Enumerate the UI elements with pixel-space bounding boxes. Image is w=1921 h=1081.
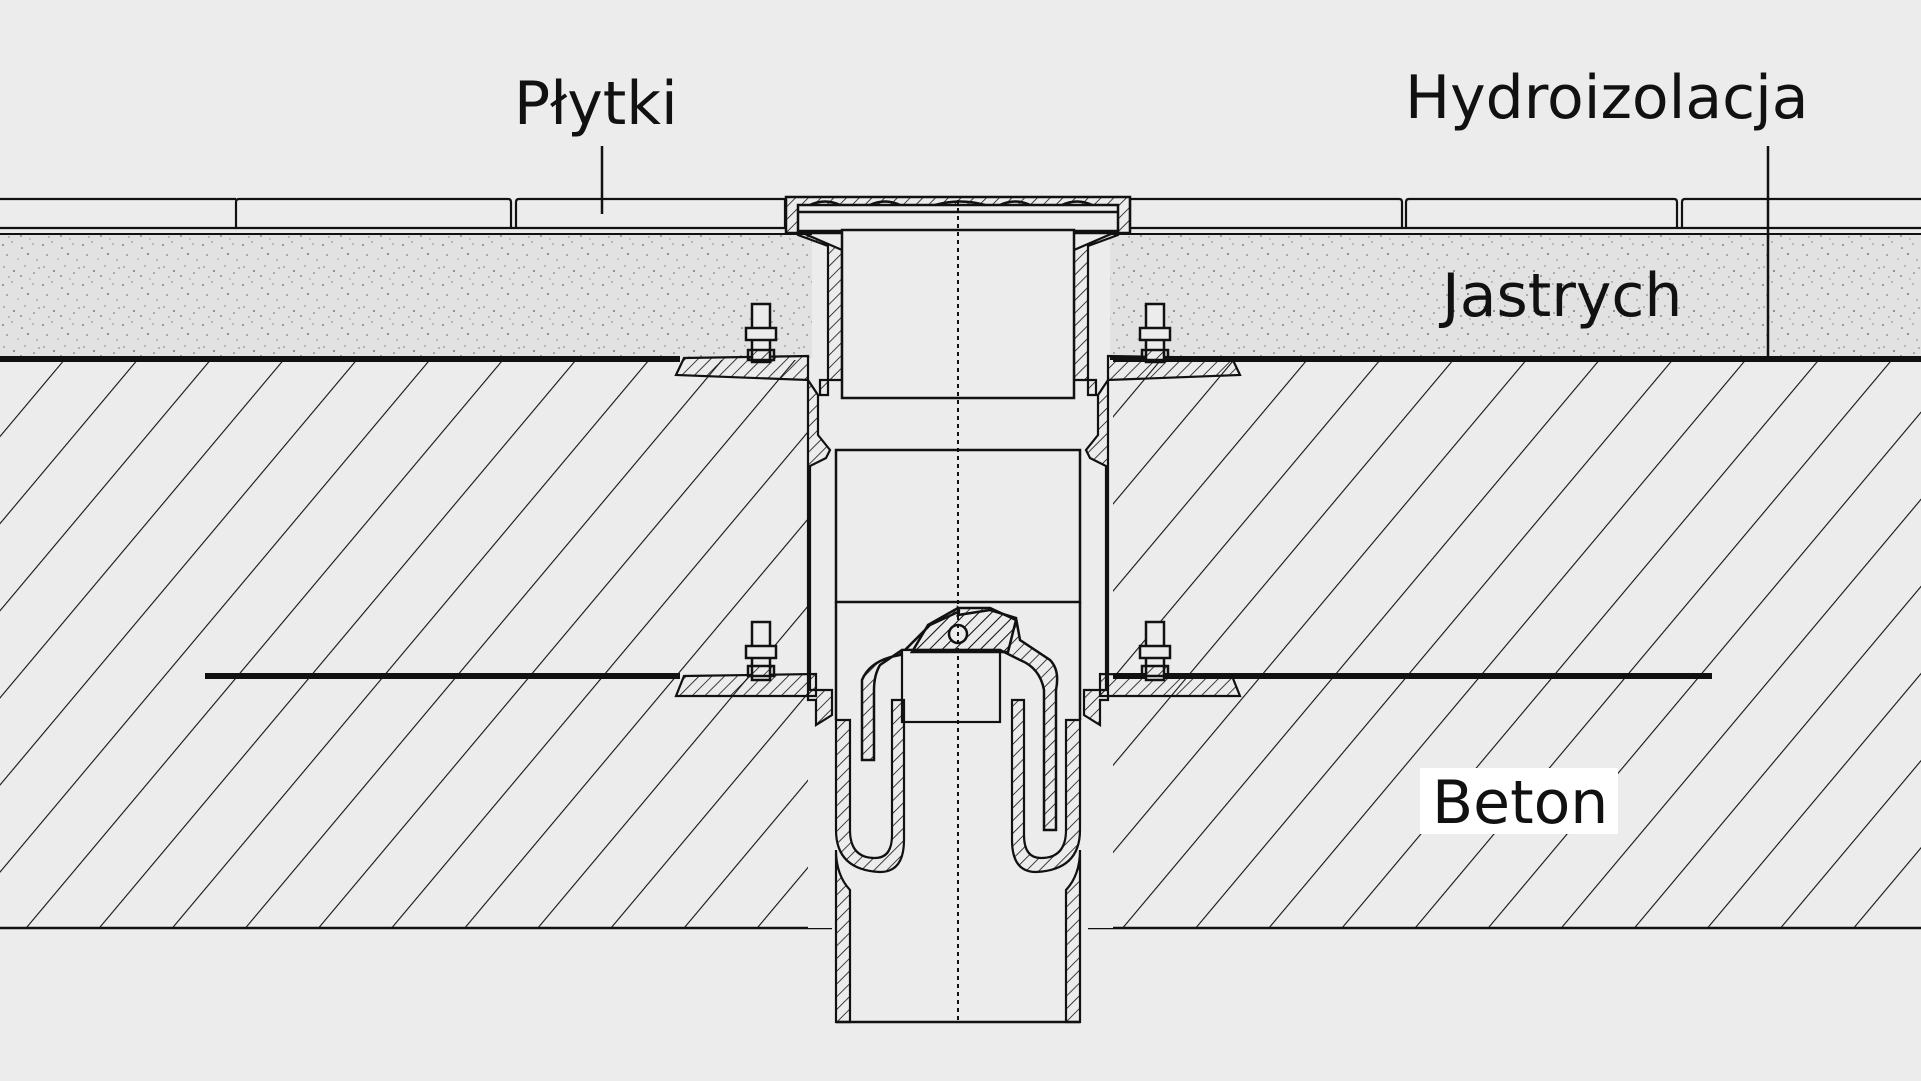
lower-flange-left xyxy=(674,672,818,698)
odor-trap-bell xyxy=(860,604,1059,832)
trap-seal-left xyxy=(834,698,906,874)
label-concrete-box xyxy=(1420,768,1618,834)
label-waterproofing: Hydroizolacja xyxy=(1405,63,1809,133)
lower-bolt-left xyxy=(744,620,778,682)
waterproofing-membrane xyxy=(0,146,1921,362)
upper-bolt-right xyxy=(1138,302,1172,364)
upper-flange-right xyxy=(1106,354,1242,382)
label-tiles: Płytki xyxy=(514,69,678,139)
lower-flange-right xyxy=(1098,672,1242,698)
tile-layer xyxy=(0,197,1921,230)
trap-seal-right xyxy=(1010,698,1082,874)
lower-bolt-right xyxy=(1138,620,1172,682)
drain-body xyxy=(674,195,1242,1025)
upper-flange-left xyxy=(674,354,810,382)
upper-bolt-left xyxy=(744,302,778,364)
label-concrete: Beton xyxy=(1432,768,1608,838)
label-screed: Jastrych xyxy=(1438,261,1682,331)
